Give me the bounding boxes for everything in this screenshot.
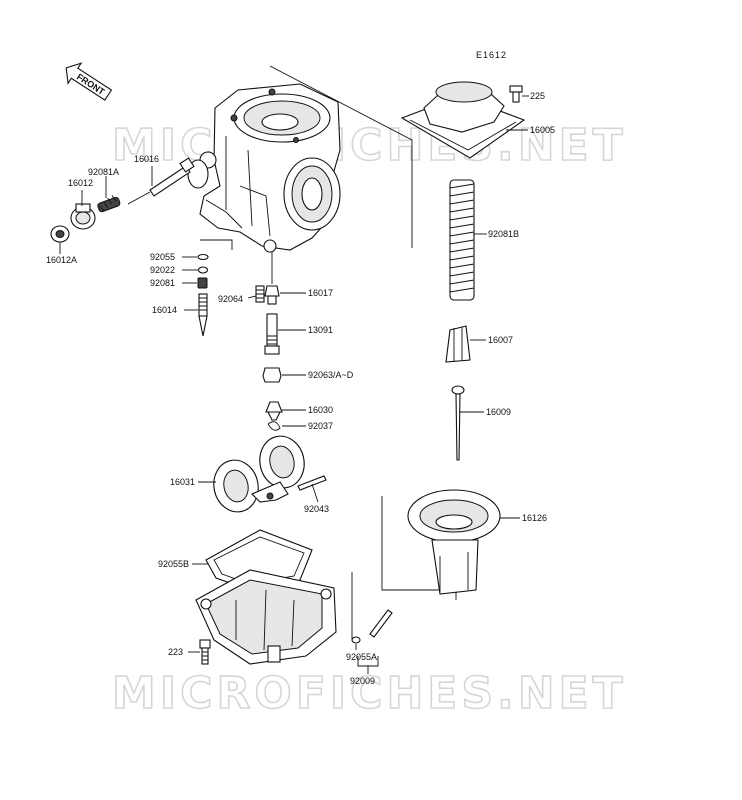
label-92081a: 92081A [88, 167, 119, 177]
label-16009: 16009 [486, 407, 511, 417]
label-16007: 16007 [488, 335, 513, 345]
label-92009: 92009 [350, 676, 375, 686]
main-jet-92063 [262, 367, 282, 383]
o-ring-92055a [351, 636, 361, 644]
label-225: 225 [530, 91, 545, 101]
top-cover-16005 [400, 81, 526, 159]
watermark-bottom: MICROFICHES.NET [112, 668, 627, 719]
label-16031: 16031 [170, 477, 195, 487]
float-pin-92043 [297, 475, 327, 491]
washer-92022 [197, 266, 209, 274]
needle-holder-16007 [445, 325, 471, 363]
label-92055a: 92055A [346, 652, 377, 662]
ref-line-diaphragm [381, 496, 457, 600]
label-223: 223 [168, 647, 183, 657]
cap-16012a [50, 225, 70, 243]
jet-holder-16017 [264, 285, 280, 305]
label-92043: 92043 [304, 504, 329, 514]
gasket-92055b [205, 529, 313, 591]
label-16005: 16005 [530, 125, 555, 135]
ref-line-jets [200, 239, 233, 250]
spring-92081 [197, 277, 208, 289]
clip-92037 [267, 421, 281, 431]
label-92055: 92055 [150, 252, 175, 262]
front-arrow-icon: FRONT [65, 62, 113, 101]
label-92055b: 92055B [158, 559, 189, 569]
screw-225 [509, 85, 523, 103]
screw-223 [199, 639, 211, 665]
label-16016: 16016 [134, 154, 159, 164]
needle-jet-13091 [264, 313, 280, 355]
label-92063: 92063/A~D [308, 370, 354, 380]
screw-92009 [369, 609, 393, 638]
label-92022: 92022 [150, 265, 175, 275]
diagram-code: E1612 [476, 50, 507, 60]
jet-92064 [255, 285, 265, 303]
label-92081b: 92081B [488, 229, 519, 239]
jet-needle-16009 [451, 385, 465, 461]
float-bowl [195, 569, 337, 665]
label-16012a: 16012A [46, 255, 77, 265]
spring-92081a [97, 195, 121, 213]
o-ring-92055 [197, 253, 209, 261]
label-92064: 92064 [218, 294, 243, 304]
carburetor-body [187, 83, 341, 253]
diaphragm-slide-16126 [407, 489, 501, 595]
spring-92081b [449, 179, 475, 301]
plug-16012 [70, 203, 96, 230]
label-92081: 92081 [150, 278, 175, 288]
label-16012: 16012 [68, 178, 93, 188]
label-16014: 16014 [152, 305, 177, 315]
label-16030: 16030 [308, 405, 333, 415]
label-16017: 16017 [308, 288, 333, 298]
float-16031 [213, 435, 305, 513]
ref-line-cap [269, 65, 413, 248]
label-group: 225 16005 92081B 16007 16009 16126 16016… [46, 91, 555, 686]
label-16126: 16126 [522, 513, 547, 523]
label-13091: 13091 [308, 325, 333, 335]
float-valve-16030 [265, 401, 283, 421]
throttle-stop-screw [127, 157, 195, 205]
label-92037: 92037 [308, 421, 333, 431]
pilot-screw-16014 [198, 293, 208, 337]
